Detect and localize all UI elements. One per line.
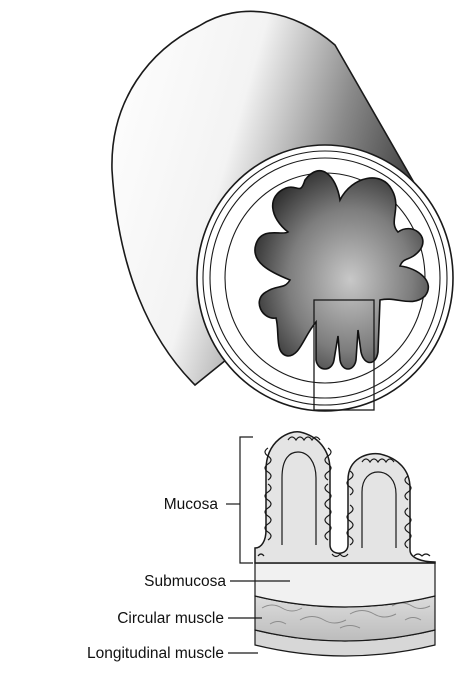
longitudinal-muscle-label: Longitudinal muscle xyxy=(87,645,224,662)
submucosa-layer xyxy=(255,563,435,607)
submucosa-label: Submucosa xyxy=(144,573,226,590)
mucosa-label: Mucosa xyxy=(164,496,219,513)
wall-section-detail xyxy=(255,432,435,656)
circular-muscle-label: Circular muscle xyxy=(117,610,224,627)
mucosa-bracket xyxy=(240,437,253,563)
intestine-tube xyxy=(112,11,453,411)
